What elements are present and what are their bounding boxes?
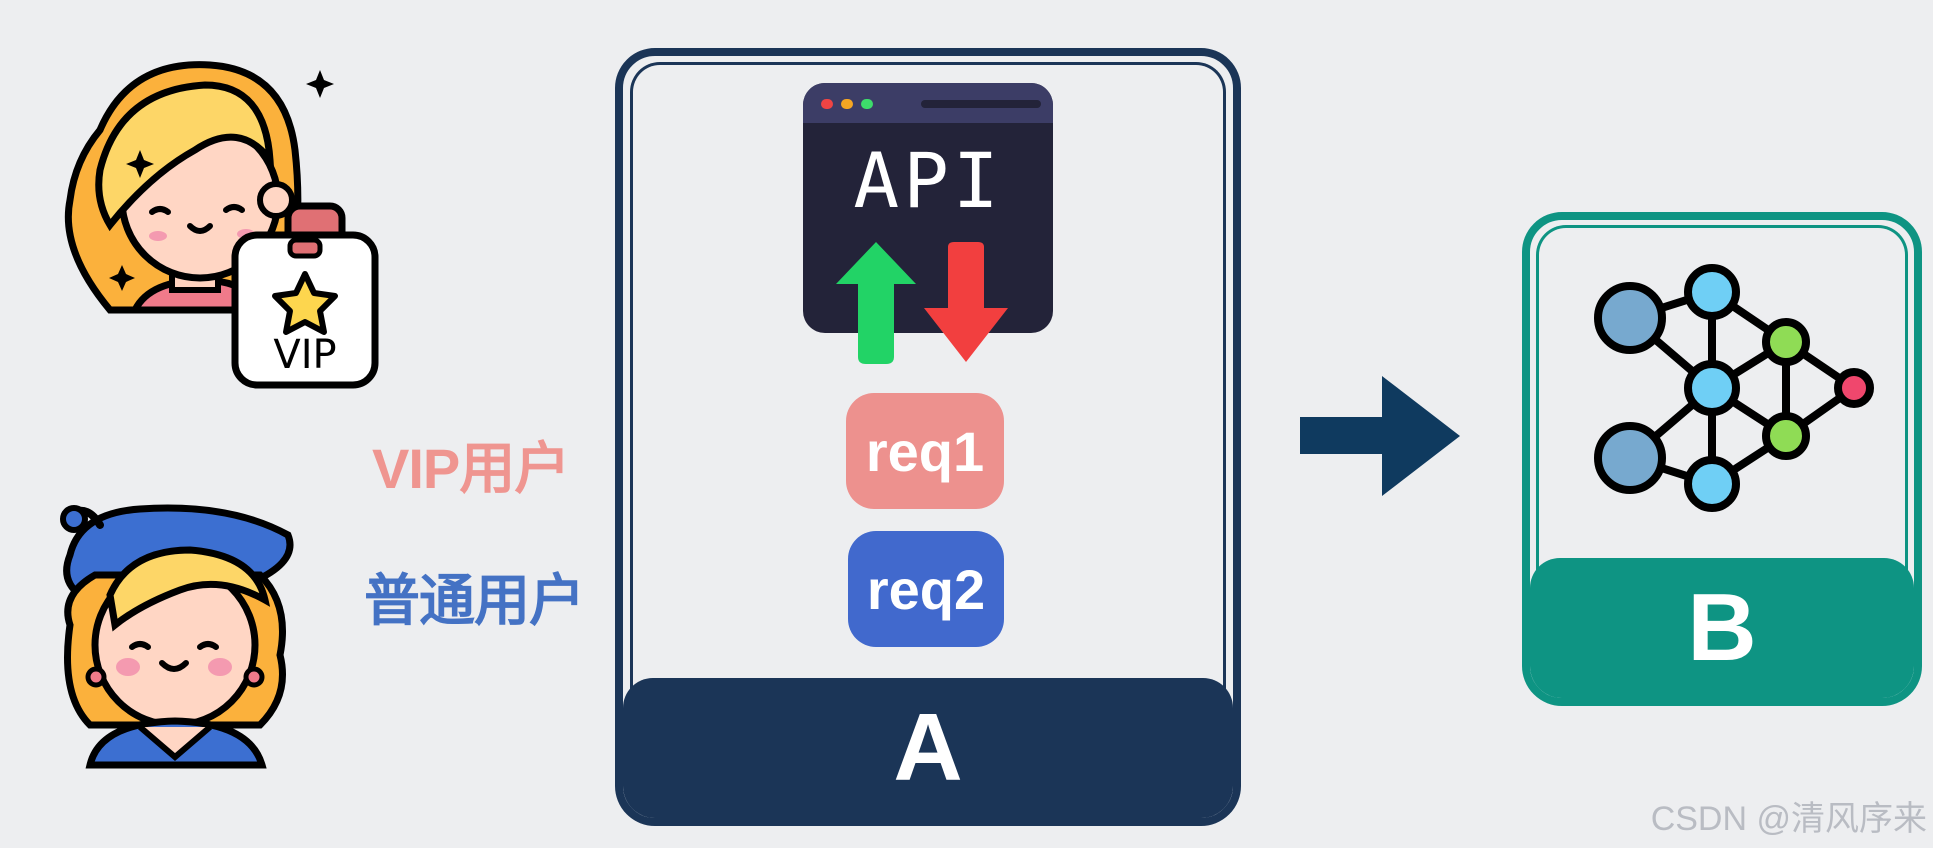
watermark: CSDN @清风序来 xyxy=(1650,800,1927,838)
server-a-footer: A xyxy=(623,678,1233,818)
server-a-letter: A xyxy=(893,694,963,801)
api-window: API xyxy=(803,83,1053,333)
up-arrow-icon xyxy=(836,242,916,364)
api-arrows xyxy=(836,242,1008,364)
window-close-dot xyxy=(821,99,833,109)
server-b-footer: B xyxy=(1530,558,1914,698)
window-title-bar xyxy=(921,100,1041,108)
request-req2: req2 xyxy=(848,531,1004,647)
server-a-body xyxy=(630,62,1226,702)
neural-network-icon xyxy=(1594,264,1874,512)
vip-badge-text: VIP xyxy=(273,332,336,378)
server-a: A xyxy=(615,48,1241,826)
server-b: B xyxy=(1522,212,1922,706)
request-req1: req1 xyxy=(846,393,1004,509)
server-b-body xyxy=(1536,225,1908,585)
api-window-titlebar xyxy=(803,83,1053,123)
right-arrow-icon xyxy=(1300,376,1460,496)
window-maximize-dot xyxy=(861,99,873,109)
normal-user-label: 普通用户 xyxy=(364,569,585,632)
vip-user-avatar: VIP xyxy=(64,61,379,389)
api-title: API xyxy=(853,136,1003,225)
window-minimize-dot xyxy=(841,99,853,109)
normal-user-avatar xyxy=(60,504,294,769)
server-b-letter: B xyxy=(1687,574,1757,681)
down-arrow-icon xyxy=(924,242,1008,362)
vip-user-label: VIP用户 xyxy=(372,437,570,500)
